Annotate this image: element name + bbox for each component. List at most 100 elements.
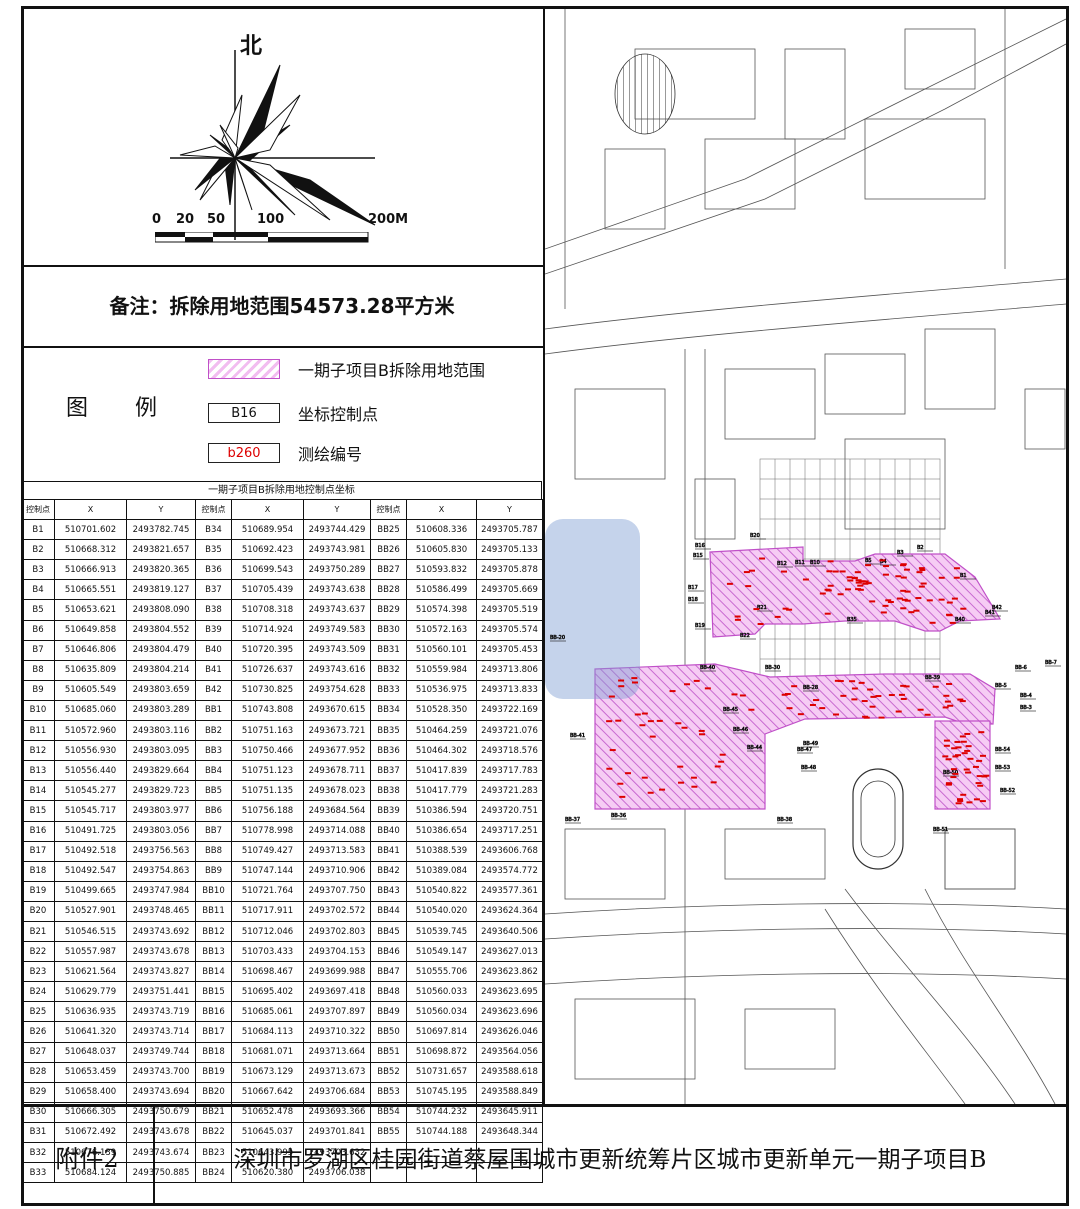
control-point-label: B22 (740, 633, 750, 639)
survey-number-mark (743, 571, 750, 574)
survey-number-mark (896, 597, 903, 600)
survey-number-mark (900, 684, 907, 687)
table-cell: BB52 (370, 1061, 407, 1083)
table-cell: 510549.147 (406, 941, 477, 963)
control-point-label: B3 (897, 550, 904, 556)
table-cell: BB7 (195, 820, 232, 842)
survey-number-mark (938, 576, 945, 579)
table-cell: 510641.320 (54, 1021, 127, 1043)
survey-number-mark (957, 798, 963, 801)
scale-tick-20: 20 (176, 212, 195, 227)
survey-number-mark (832, 570, 839, 573)
table-cell: 2493819.127 (126, 579, 196, 601)
control-point-label: BB-41 (570, 733, 585, 739)
survey-number-mark (901, 598, 908, 601)
table-cell: 510492.547 (54, 860, 127, 882)
survey-number-mark (867, 688, 874, 691)
table-cell: 2493588.849 (476, 1081, 543, 1103)
table-cell: 510605.549 (54, 679, 127, 701)
table-cell: BB40 (370, 820, 407, 842)
table-cell: 2493713.833 (476, 679, 543, 701)
table-cell: 2493713.673 (303, 1061, 371, 1083)
table-header-cell: 控制点 (370, 498, 407, 521)
table-cell: 510492.518 (54, 840, 127, 862)
survey-number-mark (924, 713, 931, 716)
control-point-label: B2 (917, 545, 924, 551)
table-cell: 2493705.669 (476, 579, 543, 601)
control-point-label: BB-4 (1020, 693, 1032, 699)
survey-number-mark (726, 582, 733, 585)
control-point-label: B11 (795, 560, 805, 566)
table-cell: B34 (195, 519, 232, 541)
table-cell: 510751.163 (231, 720, 304, 742)
survey-number-mark (684, 683, 691, 686)
table-header-cell: X (406, 498, 477, 521)
table-cell: 2493564.056 (476, 1041, 543, 1063)
survey-number-mark (950, 776, 957, 779)
survey-number-mark (946, 601, 953, 604)
survey-number-mark (826, 570, 833, 573)
table-cell: BB25 (370, 519, 407, 541)
table-cell: 510540.020 (406, 900, 477, 922)
survey-number-mark (691, 785, 698, 788)
survey-number-mark (979, 800, 986, 803)
table-cell: 510750.466 (231, 740, 304, 762)
table-cell: BB44 (370, 900, 407, 922)
table-cell: 2493743.694 (126, 1081, 196, 1103)
table-cell: B40 (195, 639, 232, 661)
table-cell: 510721.764 (231, 880, 304, 902)
table-cell: 2493829.723 (126, 780, 196, 802)
table-cell: BB28 (370, 579, 407, 601)
table-cell: BB50 (370, 1021, 407, 1043)
survey-number-mark (944, 700, 951, 703)
table-cell: 2493699.988 (303, 961, 371, 983)
table-cell: 510536.975 (406, 679, 477, 701)
table-cell: 510756.188 (231, 800, 304, 822)
survey-number-mark (949, 621, 956, 624)
table-cell: 510689.954 (231, 519, 304, 541)
survey-number-mark (845, 588, 852, 591)
survey-number-mark (851, 698, 858, 701)
table-cell: 2493756.563 (126, 840, 196, 862)
table-cell: 510572.960 (54, 720, 127, 742)
table-cell: BB12 (195, 920, 232, 943)
scale-tick-50: 50 (207, 212, 226, 227)
table-cell: 510605.830 (406, 539, 477, 561)
survey-number-mark (659, 788, 666, 791)
table-cell: B36 (195, 559, 232, 581)
table-cell: 510491.725 (54, 820, 127, 842)
survey-number-mark (976, 775, 983, 778)
survey-number-mark (960, 607, 967, 610)
survey-number-mark (900, 576, 907, 579)
table-cell: 510673.129 (231, 1061, 304, 1083)
survey-number-mark (782, 607, 789, 610)
table-cell: B39 (195, 619, 232, 641)
survey-number-mark (951, 747, 958, 750)
survey-number-mark (952, 755, 959, 758)
table-cell: 510745.195 (406, 1081, 477, 1103)
survey-number-mark (619, 795, 626, 798)
table-cell: 2493623.862 (476, 961, 543, 983)
survey-number-mark (904, 590, 911, 593)
table-cell: B21 (21, 920, 55, 943)
table-cell: 510629.779 (54, 981, 127, 1003)
survey-number-mark (819, 592, 826, 595)
table-cell: 510698.467 (231, 961, 304, 983)
survey-number-mark (895, 575, 902, 578)
table-cell: 510417.839 (406, 760, 477, 782)
survey-number-mark (851, 687, 858, 690)
survey-number-mark (918, 567, 925, 570)
table-cell: 510386.594 (406, 800, 477, 822)
table-cell: 510559.984 (406, 659, 477, 681)
survey-number-mark (942, 706, 949, 709)
table-cell: 510667.642 (231, 1081, 304, 1103)
table-cell: B15 (21, 800, 55, 822)
table-cell: BB49 (370, 1001, 407, 1023)
table-cell: 2493803.977 (126, 800, 196, 822)
survey-number-mark (898, 693, 905, 696)
